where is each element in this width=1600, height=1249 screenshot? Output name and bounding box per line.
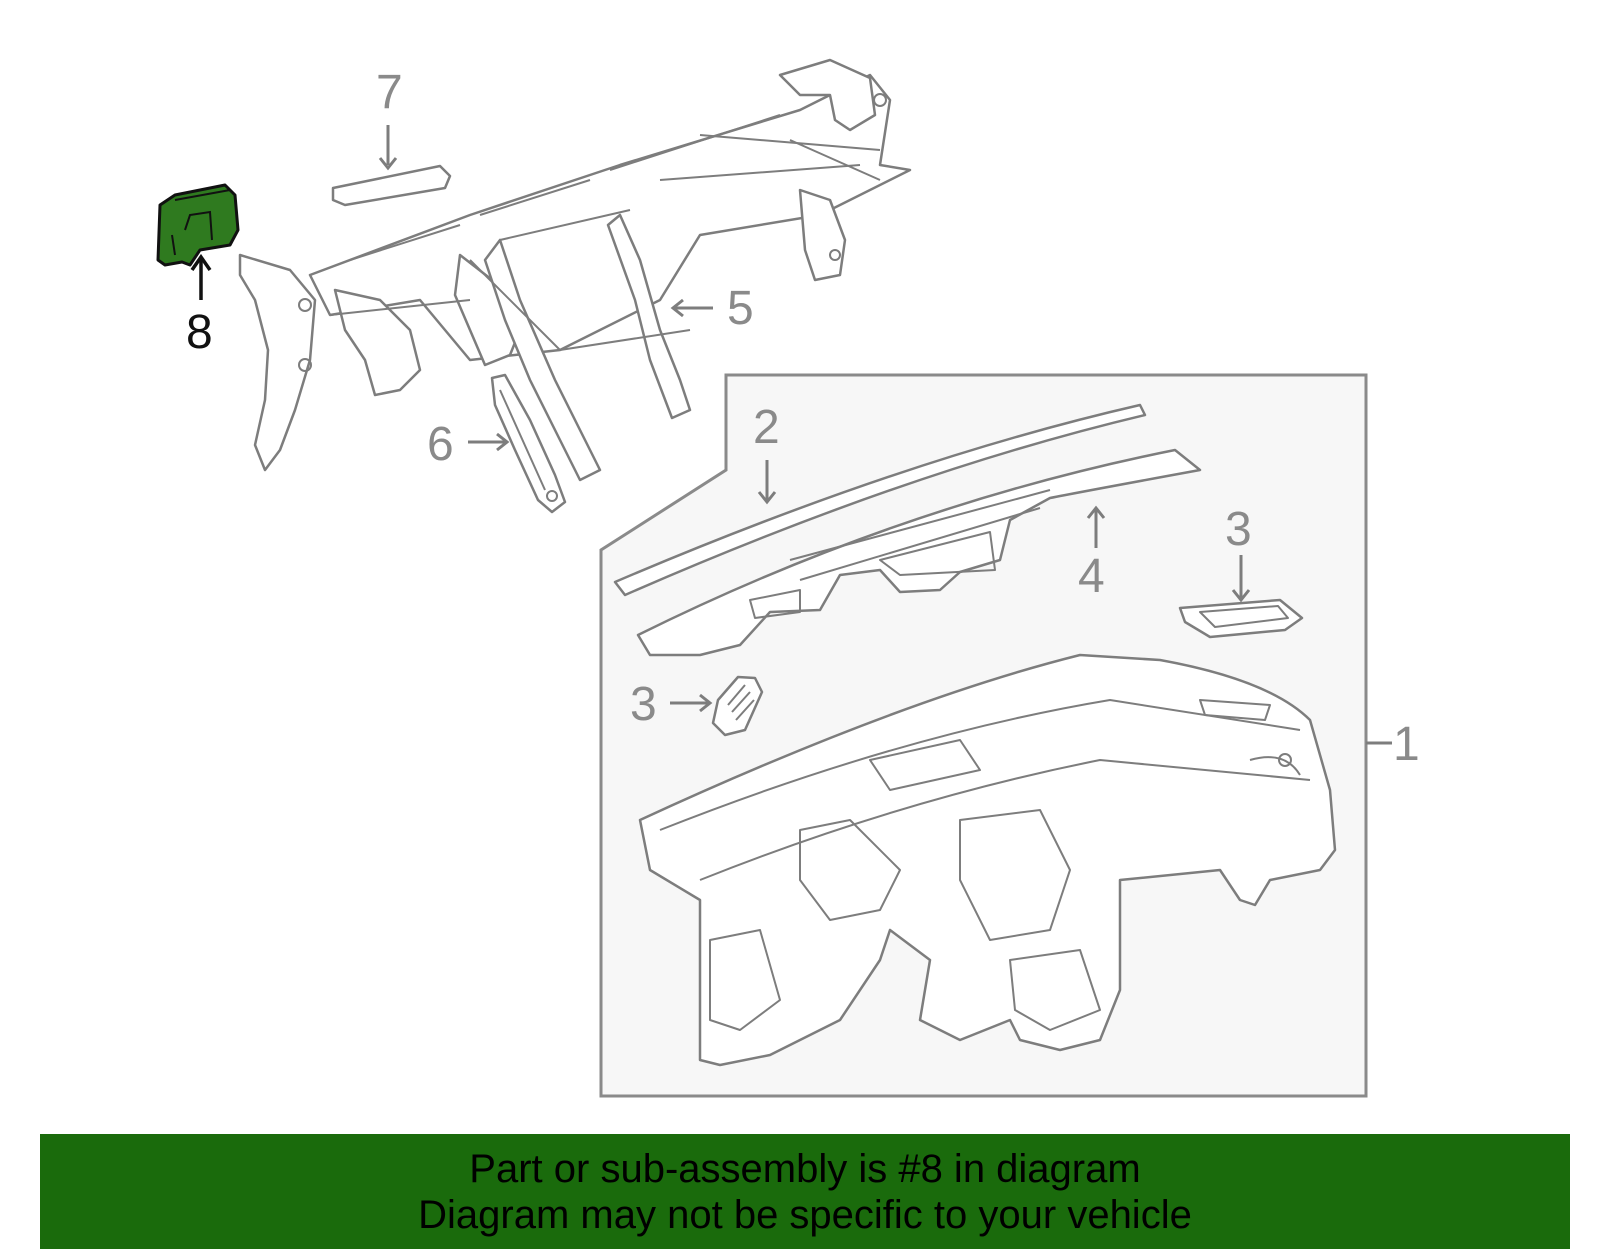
callout-2: 2	[753, 401, 780, 454]
info-banner: Part or sub-assembly is #8 in diagram Di…	[40, 1134, 1570, 1249]
banner-line-2: Diagram may not be specific to your vehi…	[418, 1192, 1192, 1237]
instrument-panel-part-1	[638, 653, 1337, 1067]
cross-car-beam-part-5	[238, 58, 912, 482]
callout-3-right: 3	[1225, 503, 1252, 556]
bracket-part-8-highlighted	[156, 183, 240, 267]
callout-3-left: 3	[630, 678, 657, 731]
vent-part-3-right	[1178, 598, 1304, 639]
callout-8: 8	[186, 306, 213, 359]
callout-7: 7	[376, 66, 403, 119]
brace-part-6	[490, 373, 567, 514]
pad-part-7	[331, 164, 452, 207]
leader-lines	[190, 125, 1392, 745]
strip-part-2	[613, 403, 1147, 597]
vent-part-3-left	[711, 675, 764, 737]
upper-trim-part-4	[636, 448, 1202, 657]
callout-6: 6	[427, 418, 454, 471]
banner-line-1: Part or sub-assembly is #8 in diagram	[469, 1146, 1141, 1191]
callout-1: 1	[1393, 718, 1420, 771]
callout-4: 4	[1078, 550, 1105, 603]
callout-5: 5	[727, 282, 754, 335]
